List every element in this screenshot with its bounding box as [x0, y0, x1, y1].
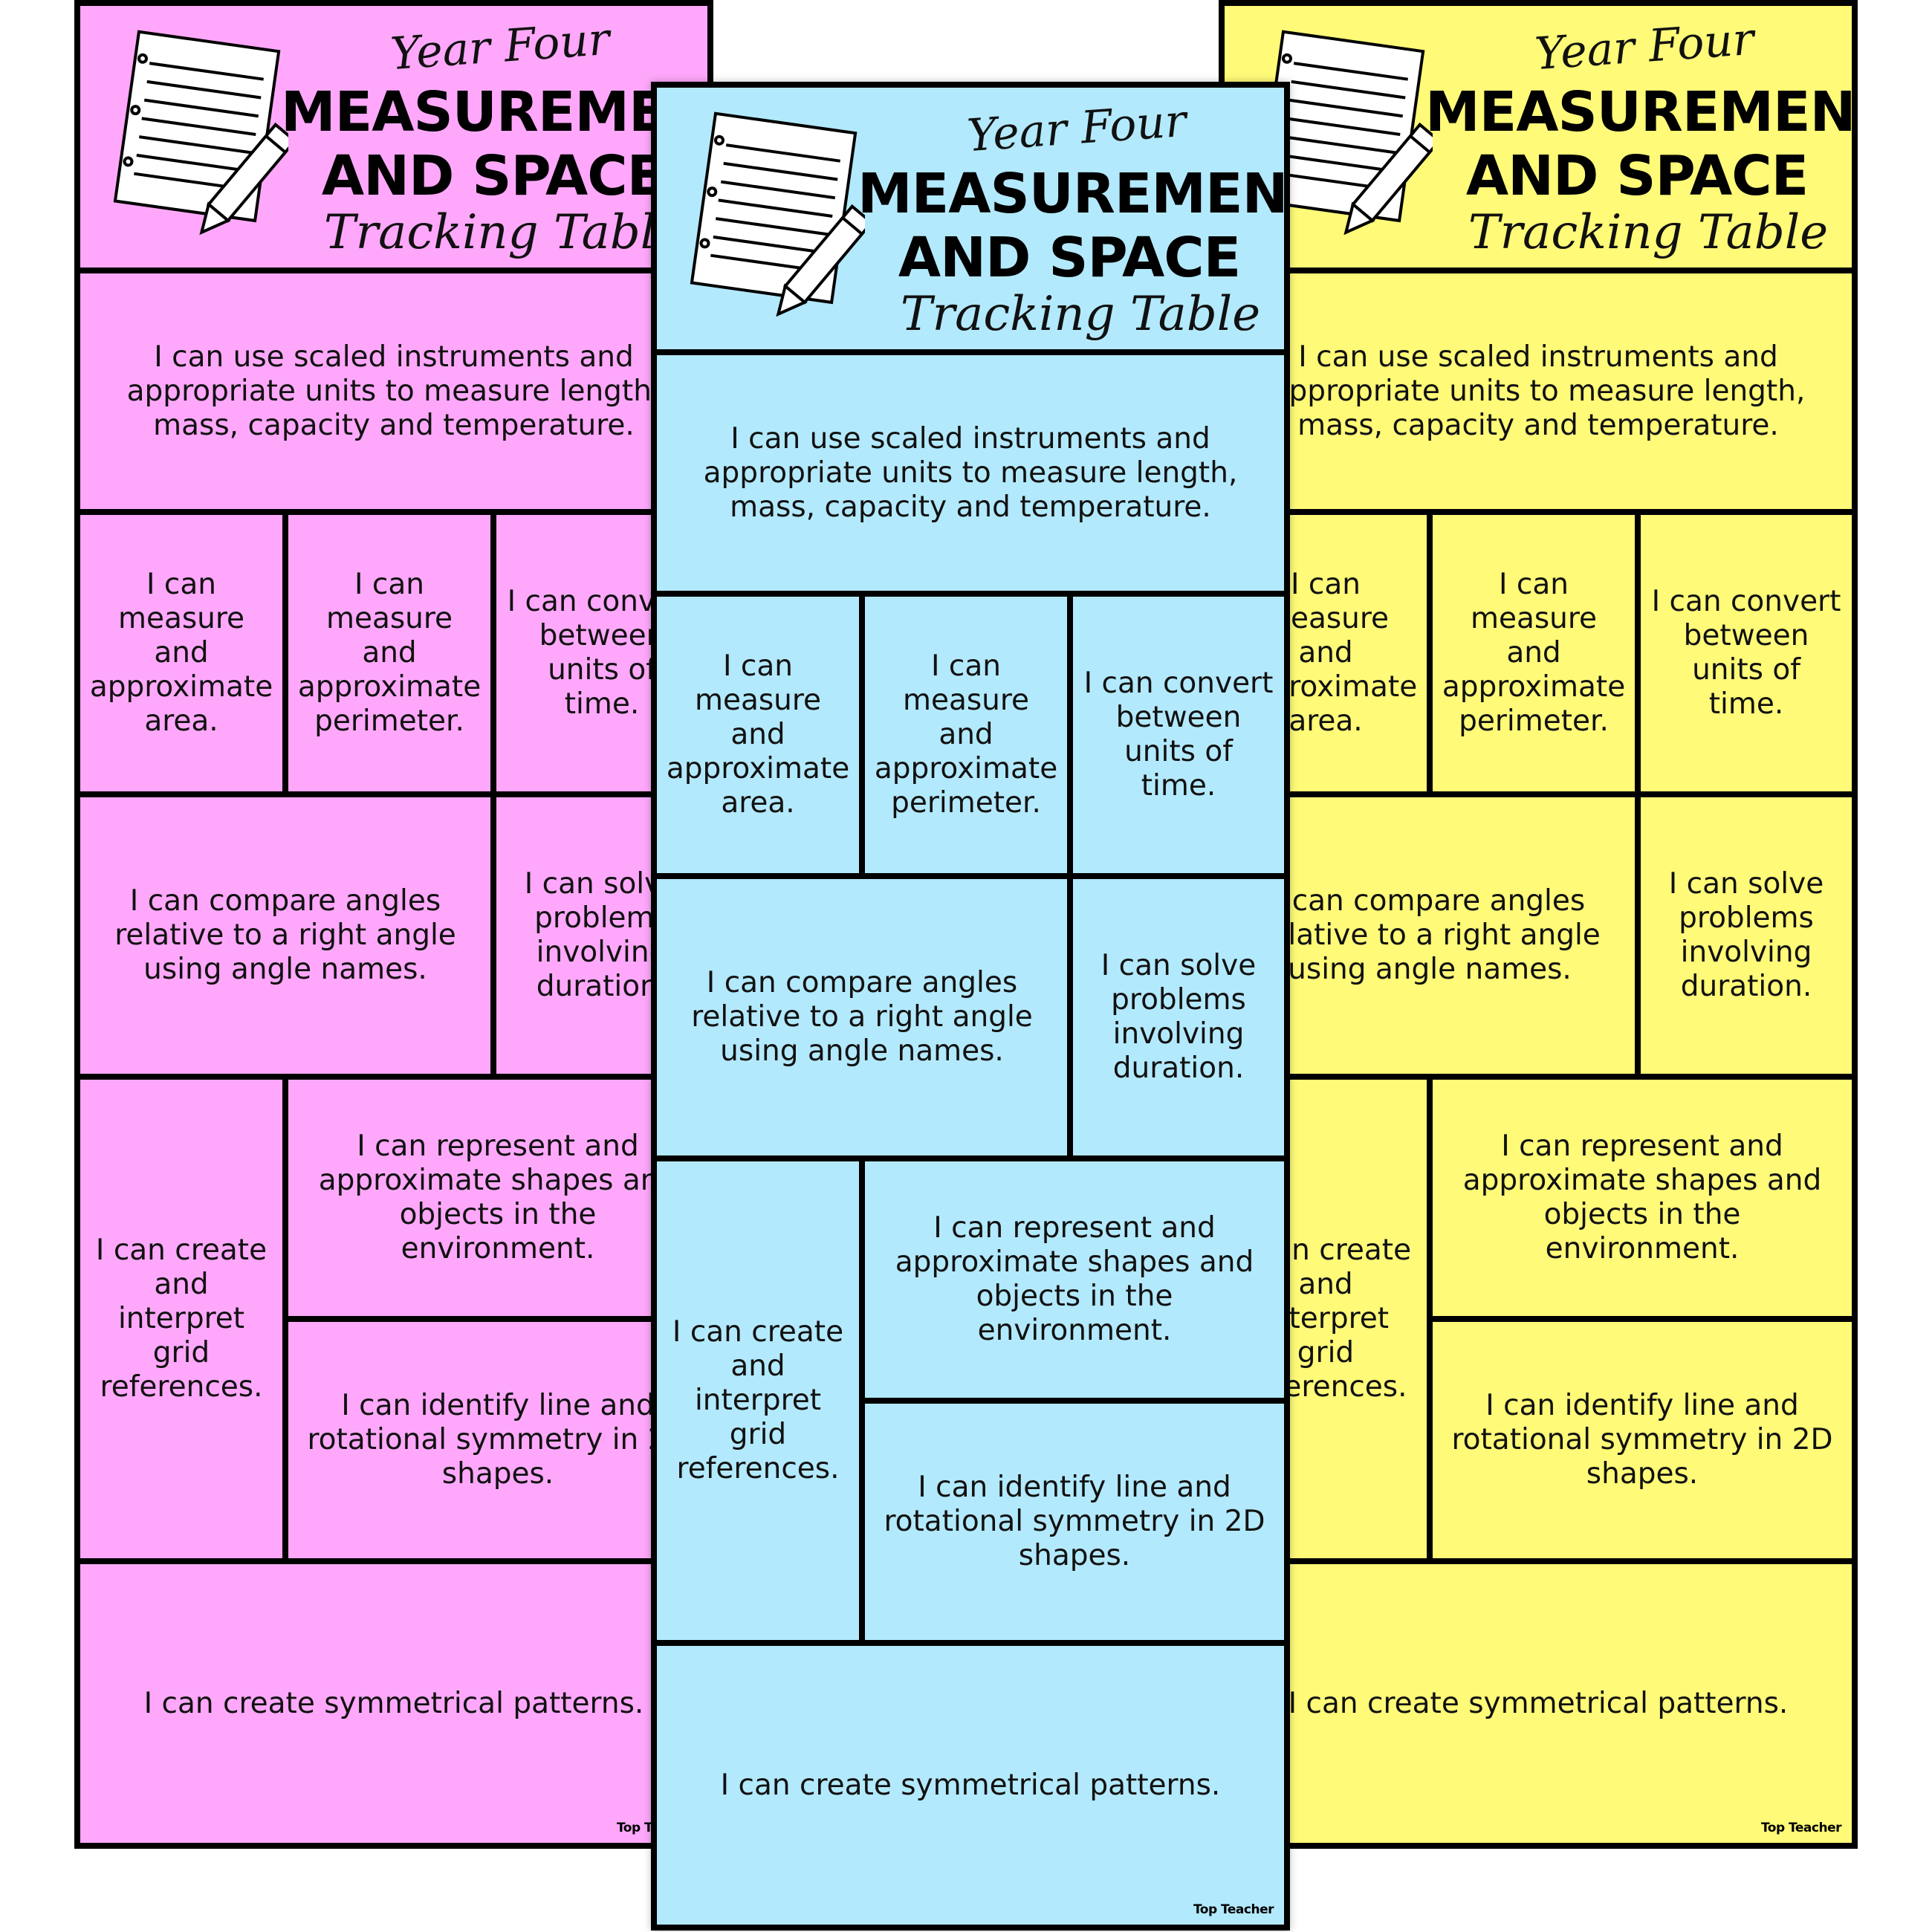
notepad-pencil-icon	[1257, 30, 1433, 236]
year-heading: Year Four	[389, 13, 612, 81]
cell-area: I can measure and approximate area.	[1225, 515, 1433, 797]
cell-perimeter: I can measure and approximate perimeter.	[1433, 515, 1641, 797]
tracking-sheet-yellow: Year Four MEASUREMENT AND SPACE Tracking…	[1219, 0, 1858, 1849]
year-heading: Year Four	[965, 94, 1188, 163]
subtitle: Tracking Table	[323, 205, 684, 260]
cell-scaled-instruments: I can use scaled instruments and appropr…	[657, 355, 1284, 597]
cell-scaled-instruments: I can use scaled instruments and appropr…	[1225, 273, 1852, 515]
cell-grid-references: I can create and interpret grid referenc…	[657, 1161, 865, 1646]
brand-logo: Top Teacher	[1193, 1902, 1274, 1917]
cell-perimeter: I can measure and approximate perimeter.	[865, 597, 1073, 879]
cell-solve-duration: I can solve problems involving duration.	[496, 797, 707, 1080]
cell-symmetry-2d: I can identify line and rotational symme…	[865, 1404, 1284, 1646]
cell-compare-angles: I can compare angles relative to a right…	[80, 797, 496, 1080]
subtitle: Tracking Table	[900, 287, 1261, 342]
notepad-pencil-icon	[113, 30, 288, 236]
tracking-sheet-blue: Year Four MEASUREMENT AND SPACE Tracking…	[651, 82, 1290, 1931]
tracking-sheet-pink: Year Four MEASUREMENT AND SPACE Tracking…	[74, 0, 713, 1849]
title-line-1: MEASUREMENT	[858, 162, 1290, 226]
cell-perimeter: I can measure and approximate perimeter.	[288, 515, 496, 797]
title-line-1: MEASUREMENT	[281, 80, 713, 144]
cell-symmetrical-patterns: I can create symmetrical patterns.	[1288, 1686, 1789, 1720]
notepad-pencil-icon	[690, 111, 865, 317]
cell-scaled-instruments: I can use scaled instruments and appropr…	[80, 273, 707, 515]
cell-solve-duration: I can solve problems involving duration.	[1073, 879, 1284, 1161]
sheet-header: Year Four MEASUREMENT AND SPACE Tracking…	[657, 88, 1284, 355]
cell-convert-time: I can convert between units of time.	[1641, 515, 1852, 797]
cell-solve-duration: I can solve problems involving duration.	[1641, 797, 1852, 1080]
title-line-2: AND SPACE	[898, 226, 1241, 290]
cell-area: I can measure and approximate area.	[657, 597, 865, 879]
cell-compare-angles: I can compare angles relative to a right…	[657, 879, 1073, 1161]
cell-represent-shapes: I can represent and approximate shapes a…	[865, 1161, 1284, 1404]
brand-logo: Top Teacher	[1760, 1821, 1842, 1835]
sheet-header: Year Four MEASUREMENT AND SPACE Tracking…	[80, 6, 707, 273]
cell-symmetrical-patterns: I can create symmetrical patterns.	[143, 1686, 644, 1720]
title-line-2: AND SPACE	[321, 144, 664, 208]
cell-symmetry-2d: I can identify line and rotational symme…	[1433, 1322, 1852, 1564]
title-line-1: MEASUREMENT	[1425, 80, 1858, 144]
year-heading: Year Four	[1533, 13, 1756, 81]
cell-symmetrical-patterns: I can create symmetrical patterns.	[720, 1768, 1221, 1802]
cell-grid-references: I can create and interpret grid referenc…	[80, 1080, 288, 1564]
cell-represent-shapes: I can represent and approximate shapes a…	[1433, 1080, 1852, 1322]
cell-compare-angles: I can compare angles relative to a right…	[1225, 797, 1641, 1080]
cell-represent-shapes: I can represent and approximate shapes a…	[288, 1080, 707, 1322]
sheet-header: Year Four MEASUREMENT AND SPACE Tracking…	[1225, 6, 1852, 273]
title-line-2: AND SPACE	[1465, 144, 1809, 208]
cell-area: I can measure and approximate area.	[80, 515, 288, 797]
subtitle: Tracking Table	[1468, 205, 1829, 260]
cell-convert-time: I can convert between units of time.	[1073, 597, 1284, 879]
cell-symmetry-2d: I can identify line and rotational symme…	[288, 1322, 707, 1564]
